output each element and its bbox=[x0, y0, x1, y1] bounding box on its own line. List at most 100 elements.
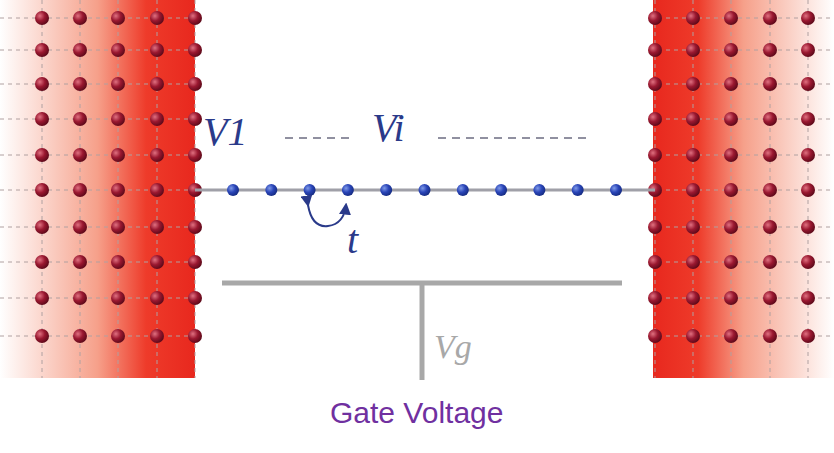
atom bbox=[188, 255, 202, 269]
atom bbox=[763, 11, 777, 25]
atom bbox=[35, 148, 49, 162]
dash-line bbox=[285, 137, 355, 139]
lattice-line bbox=[0, 298, 200, 299]
atom bbox=[763, 77, 777, 91]
atom bbox=[648, 11, 662, 25]
atom bbox=[724, 329, 738, 343]
atom bbox=[763, 148, 777, 162]
atom bbox=[73, 11, 87, 25]
atom bbox=[73, 183, 87, 197]
atom bbox=[801, 11, 815, 25]
right-lead bbox=[653, 0, 834, 378]
lattice-line bbox=[0, 18, 200, 19]
lattice-line bbox=[0, 227, 200, 228]
atom bbox=[35, 329, 49, 343]
atom bbox=[763, 220, 777, 234]
atom bbox=[73, 43, 87, 57]
atom bbox=[686, 183, 700, 197]
atom bbox=[35, 255, 49, 269]
atom bbox=[610, 184, 622, 196]
atom bbox=[111, 43, 125, 57]
dash-line bbox=[438, 137, 588, 139]
atom bbox=[648, 220, 662, 234]
atom bbox=[111, 329, 125, 343]
atom bbox=[111, 148, 125, 162]
atom bbox=[533, 184, 545, 196]
atom bbox=[35, 220, 49, 234]
atom bbox=[304, 184, 316, 196]
atom bbox=[150, 11, 164, 25]
atom bbox=[380, 184, 392, 196]
atom bbox=[801, 77, 815, 91]
atom bbox=[342, 184, 354, 196]
atom bbox=[648, 148, 662, 162]
atom bbox=[150, 112, 164, 126]
atom bbox=[763, 43, 777, 57]
atom bbox=[111, 220, 125, 234]
atom bbox=[801, 329, 815, 343]
lattice-line bbox=[0, 50, 200, 51]
atom bbox=[801, 255, 815, 269]
atom bbox=[35, 43, 49, 57]
atom bbox=[150, 255, 164, 269]
left-lead bbox=[0, 0, 195, 378]
atom bbox=[73, 77, 87, 91]
atom bbox=[150, 329, 164, 343]
atom bbox=[150, 43, 164, 57]
atom bbox=[419, 184, 431, 196]
atom bbox=[111, 11, 125, 25]
lead-lattice bbox=[648, 0, 834, 378]
gate-lead bbox=[420, 283, 425, 380]
atom bbox=[801, 148, 815, 162]
atom bbox=[111, 77, 125, 91]
hopping-label: t bbox=[347, 220, 358, 260]
atom bbox=[35, 183, 49, 197]
atom bbox=[188, 291, 202, 305]
atom bbox=[763, 183, 777, 197]
atom bbox=[648, 43, 662, 57]
lattice-line bbox=[0, 119, 200, 120]
atom bbox=[686, 43, 700, 57]
atom bbox=[648, 77, 662, 91]
lattice-line bbox=[0, 190, 200, 191]
atom bbox=[724, 220, 738, 234]
atom bbox=[724, 255, 738, 269]
atom bbox=[801, 291, 815, 305]
atom bbox=[227, 184, 239, 196]
atom bbox=[686, 329, 700, 343]
atom bbox=[572, 184, 584, 196]
atom bbox=[686, 112, 700, 126]
atom bbox=[188, 77, 202, 91]
atom bbox=[188, 148, 202, 162]
atom bbox=[724, 291, 738, 305]
atom bbox=[35, 77, 49, 91]
atom bbox=[188, 43, 202, 57]
atom bbox=[265, 184, 277, 196]
atom bbox=[188, 220, 202, 234]
atom bbox=[73, 220, 87, 234]
atom bbox=[801, 43, 815, 57]
atom bbox=[111, 291, 125, 305]
atom bbox=[801, 183, 815, 197]
atom bbox=[801, 112, 815, 126]
atom bbox=[188, 112, 202, 126]
atom bbox=[686, 255, 700, 269]
atom bbox=[150, 220, 164, 234]
atom bbox=[150, 183, 164, 197]
atom bbox=[188, 11, 202, 25]
hopping-arrow bbox=[308, 205, 346, 226]
atom bbox=[724, 43, 738, 57]
atom bbox=[150, 77, 164, 91]
atom bbox=[724, 11, 738, 25]
atom bbox=[686, 291, 700, 305]
atom bbox=[686, 11, 700, 25]
atom bbox=[763, 255, 777, 269]
lead-lattice bbox=[0, 0, 202, 378]
atom bbox=[686, 77, 700, 91]
atom bbox=[457, 184, 469, 196]
atom bbox=[73, 112, 87, 126]
atom bbox=[763, 329, 777, 343]
atom bbox=[73, 148, 87, 162]
atom bbox=[111, 255, 125, 269]
